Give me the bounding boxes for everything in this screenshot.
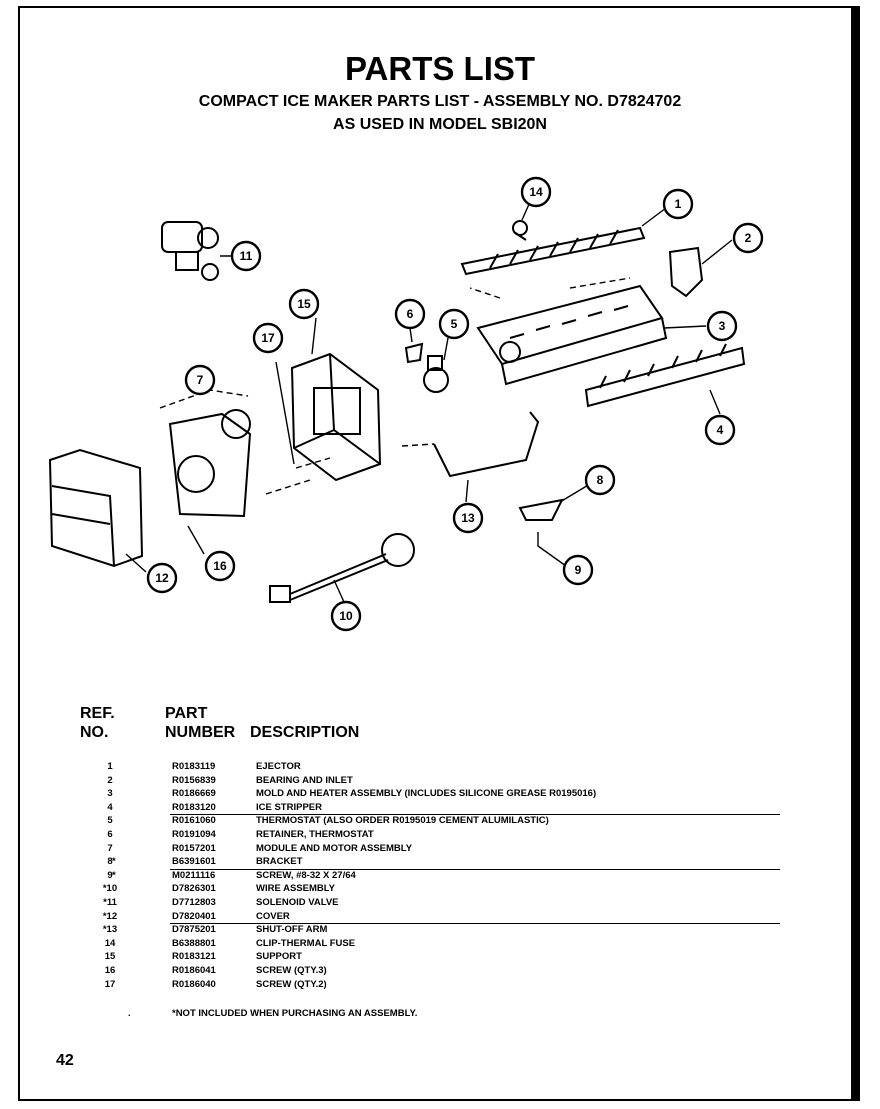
svg-text:9: 9 — [575, 563, 582, 577]
svg-text:8: 8 — [597, 473, 604, 487]
callout-17: 17 — [252, 322, 284, 354]
callout-3: 3 — [706, 310, 738, 342]
callout-6: 6 — [394, 298, 426, 330]
svg-text:11: 11 — [240, 249, 253, 263]
shut-off-arm-drawing — [433, 411, 540, 478]
svg-text:4: 4 — [717, 423, 724, 437]
footnote: *NOT INCLUDED WHEN PURCHASING AN ASSEMBL… — [172, 1008, 418, 1019]
diagram-callouts: 1 2 3 4 5 6 7 8 9 10 11 12 13 14 15 16 1… — [146, 176, 764, 632]
svg-text:13: 13 — [461, 511, 475, 525]
support-drawing — [290, 352, 382, 482]
svg-text:16: 16 — [213, 559, 227, 573]
ref-header-line2: NO. — [80, 724, 109, 741]
callout-8: 8 — [584, 464, 616, 496]
callout-16: 16 — [204, 550, 236, 582]
assembly-subtitle: COMPACT ICE MAKER PARTS LIST - ASSEMBLY … — [198, 93, 682, 110]
callout-15: 15 — [288, 288, 320, 320]
cover-drawing — [48, 448, 144, 568]
callout-11: 11 — [230, 240, 262, 272]
mold-heater-drawing — [476, 284, 668, 386]
wire-assembly-drawing — [269, 533, 415, 603]
solenoid-valve-drawing — [161, 221, 219, 281]
bearing-inlet-drawing — [668, 246, 704, 298]
svg-text:5: 5 — [451, 317, 458, 331]
svg-text:6: 6 — [407, 307, 414, 321]
page-frame — [18, 6, 860, 1101]
thermostat-retainer-drawing — [404, 342, 424, 364]
svg-text:2: 2 — [745, 231, 752, 245]
svg-text:15: 15 — [297, 297, 311, 311]
ejector-drawing — [460, 226, 646, 276]
callout-13: 13 — [452, 502, 484, 534]
callout-1: 1 — [662, 188, 694, 220]
callout-10: 10 — [330, 600, 362, 632]
thermal-fuse-clip-drawing — [512, 220, 528, 241]
page-title: PARTS LIST — [344, 50, 536, 87]
svg-text:1: 1 — [675, 197, 682, 211]
bracket-drawing — [518, 498, 564, 521]
footnote-marker: . — [128, 1008, 131, 1019]
model-subtitle: AS USED IN MODEL SBI20N — [333, 116, 547, 133]
part-header-line2: NUMBER — [165, 724, 236, 741]
thermostat-drawing — [423, 355, 449, 393]
svg-text:7: 7 — [197, 373, 204, 387]
callout-12: 12 — [146, 562, 178, 594]
part-header-line1: PART — [165, 705, 208, 722]
svg-text:10: 10 — [339, 609, 353, 623]
ice-stripper-drawing — [584, 343, 746, 408]
callout-5: 5 — [438, 308, 470, 340]
callout-4: 4 — [704, 414, 736, 446]
ref-header-line1: REF. — [80, 705, 115, 722]
callout-14: 14 — [520, 176, 552, 208]
svg-text:3: 3 — [719, 319, 726, 333]
callout-7: 7 — [184, 364, 216, 396]
callout-2: 2 — [732, 222, 764, 254]
svg-text:14: 14 — [529, 185, 543, 199]
svg-text:17: 17 — [261, 331, 275, 345]
page-number: 42 — [56, 1052, 74, 1069]
callout-9: 9 — [562, 554, 594, 586]
svg-text:12: 12 — [155, 571, 169, 585]
module-motor-drawing — [168, 409, 252, 518]
description-header: DESCRIPTION — [250, 724, 360, 741]
exploded-parts-diagram: 1 2 3 4 5 6 7 8 9 10 11 12 13 14 15 16 1… — [48, 176, 764, 632]
